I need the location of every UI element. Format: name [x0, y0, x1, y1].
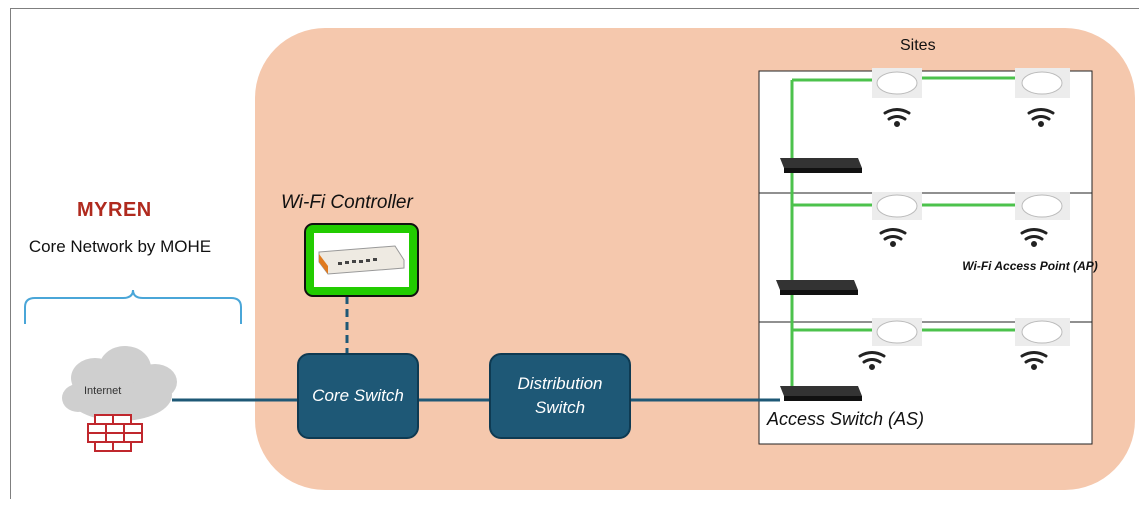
- wifi-controller-label: Wi-Fi Controller: [281, 192, 413, 213]
- core-network-brace: [24, 289, 242, 324]
- controller-device-icon: [304, 223, 419, 297]
- wifi-ap-label: Wi-Fi Access Point (AP): [962, 259, 1098, 273]
- network-switch-icon: [776, 280, 858, 295]
- access-point-icon: [872, 318, 922, 346]
- wifi-signal-icon: [883, 108, 911, 127]
- access-switch-label: Access Switch (AS): [767, 409, 925, 429]
- sites-label: Sites: [900, 37, 936, 54]
- wifi-signal-icon: [1020, 228, 1048, 247]
- access-point-icon: [1015, 318, 1070, 346]
- wifi-signal-icon: [1027, 108, 1055, 127]
- firewall-icon: [87, 414, 143, 452]
- access-point-icon: [1015, 192, 1070, 220]
- distribution-switch-label: Distribution Switch: [517, 374, 603, 417]
- sites-panel: [758, 70, 1093, 445]
- network-switch-icon: [780, 158, 862, 173]
- myren-logo: MYREN: [77, 199, 152, 221]
- wifi-signal-icon: [879, 228, 907, 247]
- access-point-icon: [1015, 68, 1070, 98]
- cloud-icon: [62, 346, 177, 421]
- core-network-label: Core Network by MOHE: [28, 237, 212, 256]
- diagram-frame: [10, 8, 1139, 499]
- core-switch: Core Switch: [297, 353, 419, 439]
- distribution-switch: Distribution Switch: [489, 353, 631, 439]
- network-switch-icon: [780, 386, 862, 401]
- wifi-signal-icon: [858, 351, 886, 370]
- wifi-signal-icon: [1020, 351, 1048, 370]
- access-point-icon: [872, 68, 922, 98]
- green-links: [790, 76, 1020, 390]
- access-point-icon: [872, 192, 922, 220]
- internet-label: Internet: [84, 385, 122, 397]
- core-switch-label: Core Switch: [312, 386, 404, 405]
